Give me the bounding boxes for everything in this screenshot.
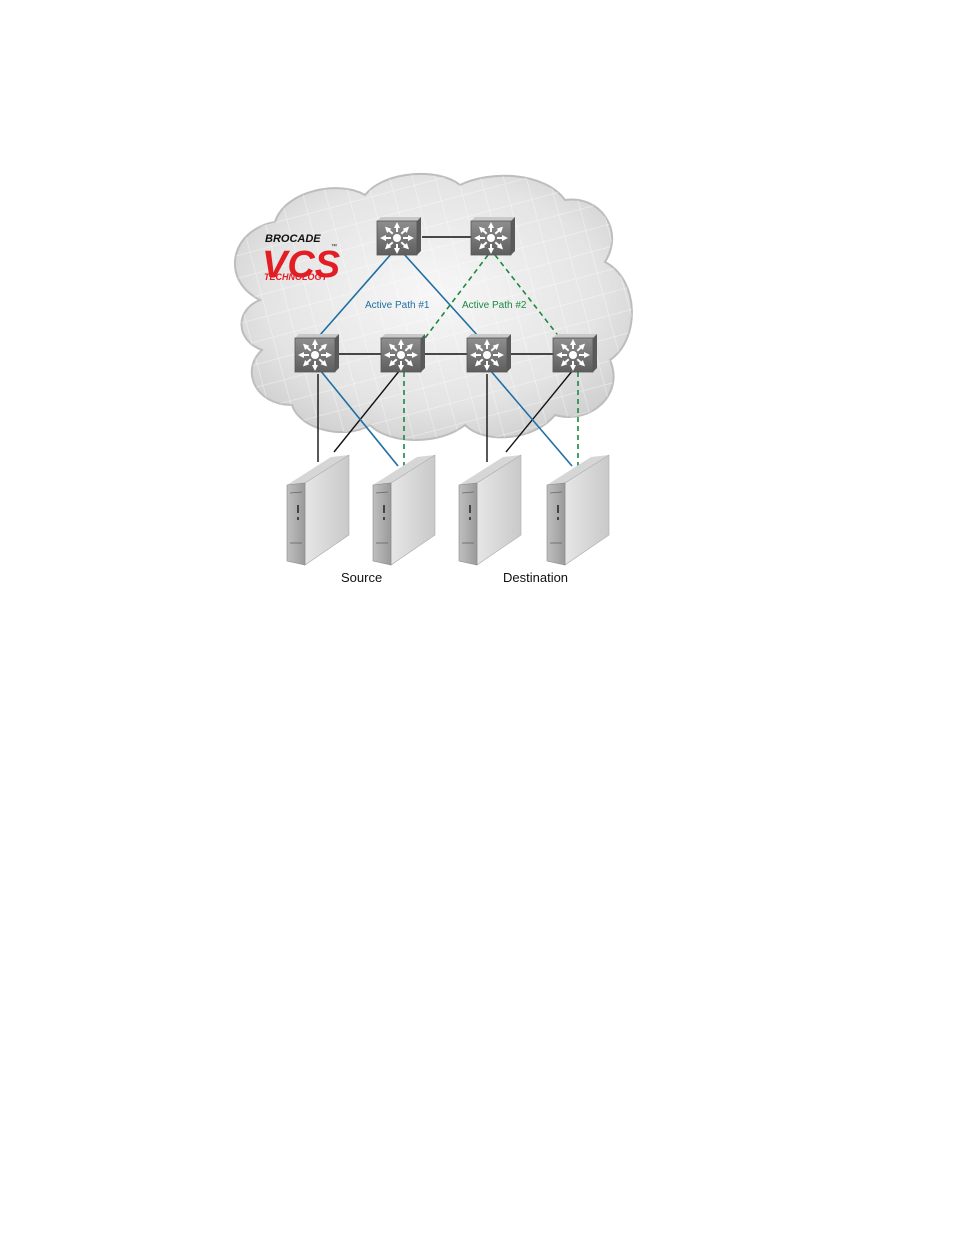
source-server-1 [287,455,349,565]
logo-technology-text: TECHNOLOGY [264,272,328,282]
source-caption: Source [341,570,382,585]
destination-server-2 [547,455,609,565]
active-path-2-label: Active Path #2 [462,300,527,311]
switch-icon [295,334,339,372]
cloud-grid-texture [220,165,650,455]
switch-icon [467,334,511,372]
servers [287,455,609,565]
edge-switch-4 [553,334,597,372]
edge-switch-3 [467,334,511,372]
server-icon [459,455,521,565]
server-icon [547,455,609,565]
server-icon [287,455,349,565]
active-path-1-label: Active Path #1 [365,300,430,311]
core-switch-2 [471,217,515,255]
destination-caption: Destination [503,570,568,585]
switch-icon [381,334,425,372]
vcs-cloud [220,165,650,455]
edge-switch-1 [295,334,339,372]
switch-icon [377,217,421,255]
logo-trademark: ™ [331,243,337,250]
switch-icon [471,217,515,255]
switch-icon [553,334,597,372]
edge-switch-2 [381,334,425,372]
source-server-2 [373,455,435,565]
core-switch-1 [377,217,421,255]
server-icon [373,455,435,565]
destination-server-1 [459,455,521,565]
